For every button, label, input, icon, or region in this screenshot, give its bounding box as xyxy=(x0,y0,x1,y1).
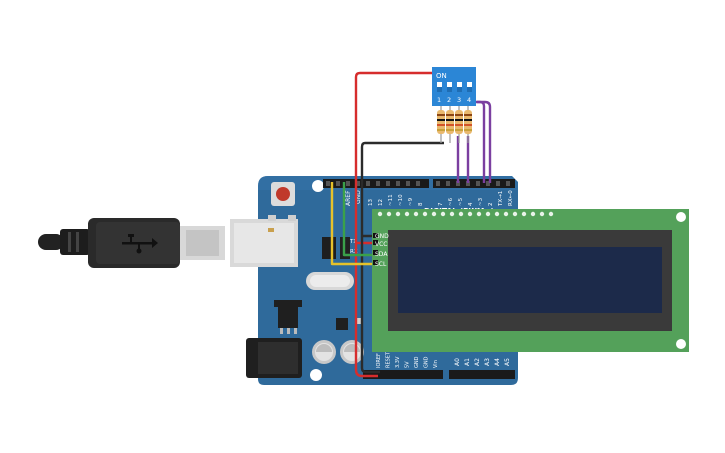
analog-header xyxy=(449,370,515,379)
rx-label: RX xyxy=(350,249,358,255)
resistors xyxy=(437,104,472,143)
analog-pin-label: A0 xyxy=(454,358,461,366)
dip-position-label: 1 xyxy=(437,96,441,104)
digital-pin-label: ~11 xyxy=(388,194,394,206)
digital-pin-label: 13 xyxy=(368,199,374,206)
power-header xyxy=(363,370,443,379)
digital-pin-label: RX←0 xyxy=(508,190,514,206)
digital-pin-label: 8 xyxy=(418,202,424,206)
dip-position-label: 2 xyxy=(447,96,451,104)
digital-pin-label: TX→1 xyxy=(498,191,504,207)
digital-pin-label: ~9 xyxy=(408,197,414,206)
digital-pin-label: ~5 xyxy=(458,197,464,206)
analog-pin-label: A5 xyxy=(504,358,511,366)
dip-position-label: 3 xyxy=(457,96,461,104)
reset-button[interactable] xyxy=(271,182,295,206)
capacitor-2 xyxy=(340,340,364,364)
capacitor-1 xyxy=(312,340,336,364)
power-pin-label: 5V xyxy=(405,361,411,368)
digital-pin-label: 2 xyxy=(488,203,494,207)
digital-pin-label: 12 xyxy=(378,199,384,206)
usb-icon xyxy=(122,234,158,254)
power-pin-label: Vin xyxy=(433,360,439,368)
wire-red-vcc xyxy=(354,71,440,378)
digital-pin-labels: 13 12 ~11 ~10 ~9 8 7 ~6 ~5 4 ~3 2 TX→1 RX←0 xyxy=(368,190,514,207)
aref-label: AREF xyxy=(345,190,352,206)
lcd-screen xyxy=(398,247,662,313)
power-pin-label: 3.3V xyxy=(395,356,401,368)
wire-yellow-scl xyxy=(330,182,386,266)
analog-pin-label: A1 xyxy=(464,358,471,366)
power-pin-label: GND xyxy=(424,356,430,368)
analog-pin-label: A3 xyxy=(484,358,491,366)
digital-header xyxy=(323,179,515,188)
usb-cable xyxy=(38,218,225,268)
digital-pin-label: ~6 xyxy=(448,197,454,206)
lcd-pin-label: GND xyxy=(375,233,389,240)
lcd-pin-label: SCL xyxy=(375,261,387,268)
analog-pin-label: A4 xyxy=(494,358,501,366)
voltage-regulator xyxy=(278,306,298,328)
tx-label: TX xyxy=(349,239,357,245)
lcd-pin-label: VCC xyxy=(375,241,387,248)
wire-black-gnd xyxy=(360,141,444,238)
wire-black-gnd-bottom xyxy=(360,236,380,374)
gnd-top-label: GND xyxy=(355,190,362,204)
digital-pin-label: 7 xyxy=(438,202,444,206)
digital-pin-label: 4 xyxy=(468,202,474,206)
dip-on-label: ON xyxy=(436,72,447,80)
power-pin-label: GND xyxy=(414,356,420,368)
digital-pin-label: ~3 xyxy=(478,197,484,206)
digital-pin-label: ~10 xyxy=(398,194,404,206)
power-pin-label: RESET xyxy=(386,351,392,368)
lcd-pin-label: SDA xyxy=(375,251,388,258)
wire-purple-4 xyxy=(470,100,492,183)
power-pin-label: IOREF xyxy=(376,353,382,368)
analog-pin-label: A2 xyxy=(474,358,481,366)
wire-purple-3 xyxy=(477,100,486,183)
dip-position-label: 4 xyxy=(467,96,471,104)
